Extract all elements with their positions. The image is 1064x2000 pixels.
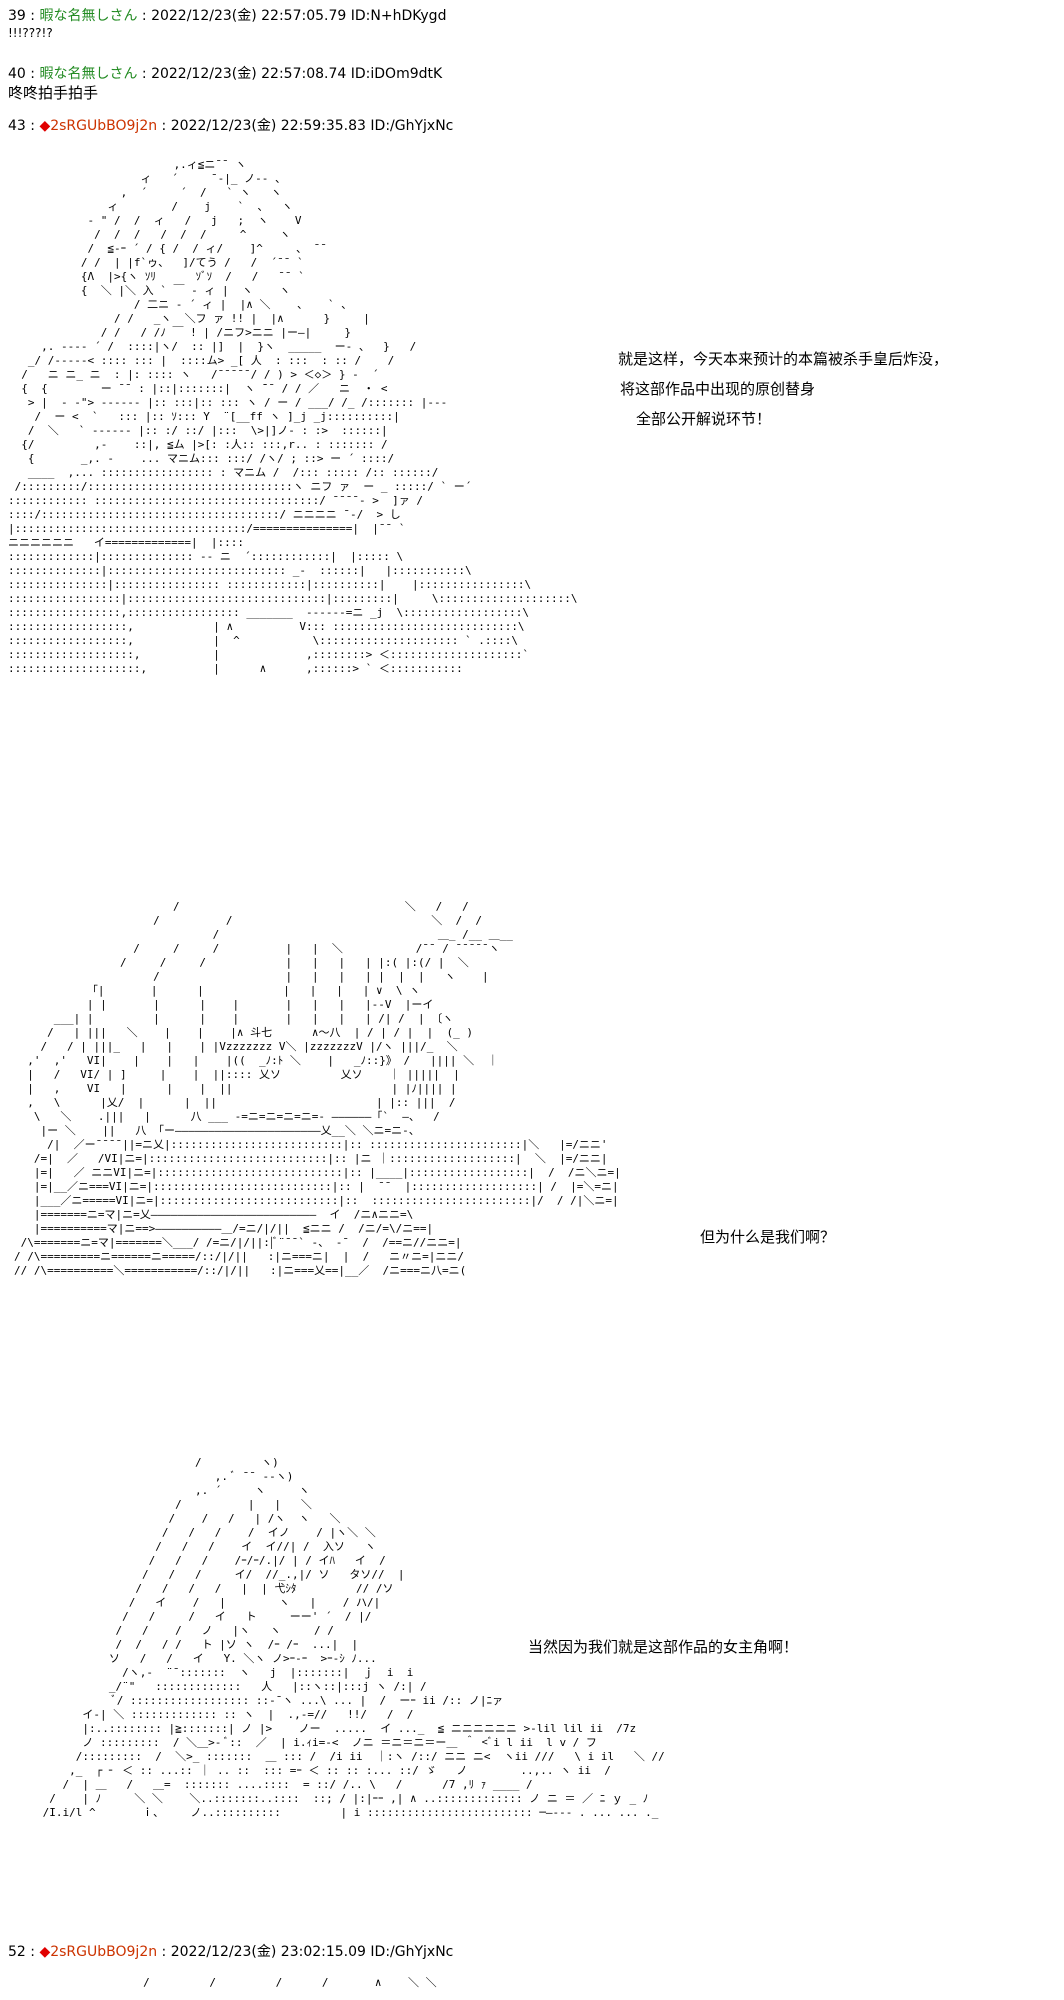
post-body-39: !!!???!? <box>8 26 53 40</box>
post-number: 52 <box>8 1944 26 1960</box>
poster-id[interactable]: ID:/GhYjxNc <box>370 1944 454 1960</box>
post-body-40: 咚咚拍手拍手 <box>8 84 99 102</box>
caption-line: 全部公开解说环节！ <box>636 410 772 428</box>
ascii-art-girl-reading: ,.ィ≦ニ¯¯ ヽ ィ ´ ¯-|_ ノ-- 、 , ´ ´ / ` ヽ ヽ ィ… <box>8 158 578 675</box>
post-header-39: 39 : 暇な名無しさん : 2022/12/23(金) 22:57:05.79… <box>8 8 447 24</box>
caption-question: 但为什么是我们啊？ <box>700 1228 836 1246</box>
trip-diamond-icon: ◆ <box>39 118 51 134</box>
post-datetime: 2022/12/23(金) 22:57:05.79 <box>151 8 347 24</box>
poster-id[interactable]: ID:/GhYjxNc <box>370 118 454 134</box>
post-datetime: 2022/12/23(金) 22:57:08.74 <box>151 66 347 82</box>
poster-name[interactable]: 暇な名無しさん <box>39 8 138 24</box>
caption-line: 将这部作品中出现的原创替身 <box>620 380 816 398</box>
caption-intro: 就是这样，今天本来预计的本篇被杀手皇后炸没， 将这部作品中出现的原创替身 全部公… <box>618 348 948 430</box>
post-header-43: 43 : ◆2sRGUbBO9j2n : 2022/12/23(金) 22:59… <box>8 118 454 134</box>
ascii-art-partial: / / / / ∧ ＼ ＼ <box>143 1976 437 1989</box>
poster-id[interactable]: ID:N+hDKygd <box>350 8 447 24</box>
poster-name[interactable]: 2sRGUbBO9j2n <box>50 1944 158 1960</box>
trip-diamond-icon: ◆ <box>39 1944 51 1960</box>
separator: : <box>25 8 40 24</box>
ascii-art-two-girls: / ＼ / / / / ＼ / / / ＿_ /__ ＿__ <box>14 900 621 1277</box>
ascii-art-girl-leaning: / ヽ) ,. ﾞ ¯¯ --ヽ) ,. ´ ヽ ヽ / | | ＼ / / /… <box>42 1456 665 1819</box>
separator: : <box>25 66 40 82</box>
poster-name[interactable]: 暇な名無しさん <box>39 66 138 82</box>
poster-name[interactable]: 2sRGUbBO9j2n <box>50 118 158 134</box>
separator: : <box>25 118 40 134</box>
post-datetime: 2022/12/23(金) 23:02:15.09 <box>170 1944 366 1960</box>
post-datetime: 2022/12/23(金) 22:59:35.83 <box>170 118 366 134</box>
post-number: 39 <box>8 8 26 24</box>
poster-id[interactable]: ID:iDOm9dtK <box>350 66 443 82</box>
post-number: 40 <box>8 66 26 82</box>
caption-answer: 当然因为我们就是这部作品的女主角啊！ <box>528 1638 799 1656</box>
post-header-40: 40 : 暇な名無しさん : 2022/12/23(金) 22:57:08.74… <box>8 66 443 82</box>
post-header-52: 52 : ◆2sRGUbBO9j2n : 2022/12/23(金) 23:02… <box>8 1944 454 1960</box>
post-number: 43 <box>8 118 26 134</box>
caption-line: 就是这样，今天本来预计的本篇被杀手皇后炸没， <box>618 350 949 368</box>
separator: : <box>25 1944 40 1960</box>
